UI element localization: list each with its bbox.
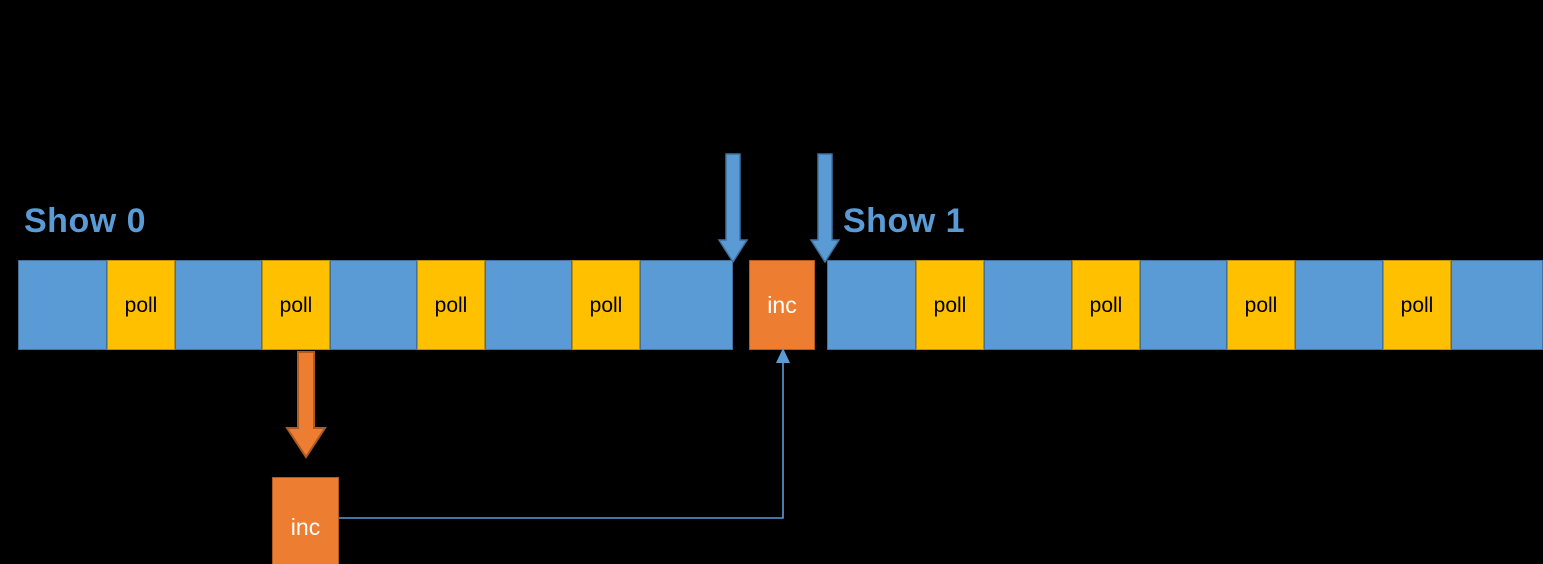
show-1-label: Show 1: [843, 202, 966, 240]
down-arrow-icon-2: [809, 153, 841, 264]
timeline-segment-poll: poll: [417, 260, 485, 350]
timeline-segment-poll: poll: [572, 260, 640, 350]
timeline-show-0: poll poll poll poll: [18, 260, 733, 350]
defer-down-arrow-icon: [285, 351, 327, 459]
timeline-segment-idle: [984, 260, 1072, 350]
timeline-segment-poll: poll: [1383, 260, 1451, 350]
inc-block-deferred[interactable]: inc: [272, 477, 339, 564]
timeline-segment-idle: [485, 260, 572, 350]
timeline-segment-idle: [1140, 260, 1227, 350]
timeline-show-1: poll poll poll poll: [827, 260, 1543, 350]
timeline-segment-idle: [640, 260, 733, 350]
timeline-segment-poll: poll: [107, 260, 175, 350]
timeline-segment-idle: [175, 260, 262, 350]
timeline-segment-poll: poll: [1227, 260, 1295, 350]
timeline-segment-idle: [827, 260, 916, 350]
timeline-segment-poll: poll: [262, 260, 330, 350]
timeline-segment-idle: [1295, 260, 1383, 350]
timeline-segment-idle: [1451, 260, 1543, 350]
down-arrow-icon-1: [717, 153, 749, 264]
timeline-segment-idle: [330, 260, 417, 350]
show-0-label: Show 0: [24, 202, 147, 240]
timeline-segment-poll: poll: [916, 260, 984, 350]
inc-block-immediate[interactable]: inc: [749, 260, 815, 350]
timeline-segment-idle: [18, 260, 107, 350]
deferred-to-immediate-connector: [339, 348, 790, 519]
timeline-segment-poll: poll: [1072, 260, 1140, 350]
